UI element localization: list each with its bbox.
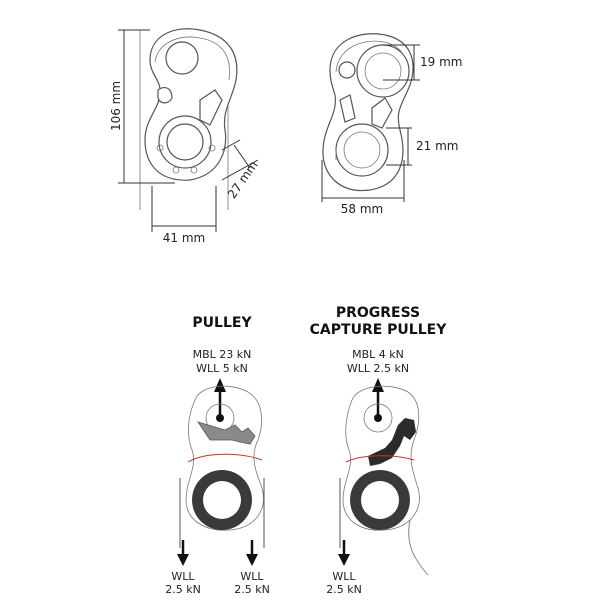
progress-load-arrow-up xyxy=(372,378,384,392)
pulley-wll: WLL 5 kN xyxy=(196,362,248,375)
progress-wll-value: 2.5 kN xyxy=(326,583,362,596)
pulley-right-wll-label: WLL xyxy=(240,570,264,583)
pulley-cam xyxy=(197,421,256,445)
dimension-hole-top: 19 mm xyxy=(383,44,462,81)
dimension-height: 106 mm xyxy=(109,29,175,184)
load-arrow-up xyxy=(214,378,226,392)
pulley-left-wll-label: WLL xyxy=(171,570,195,583)
dimension-width-right: 58 mm xyxy=(321,160,405,216)
dimension-hole-bottom-label: 21 mm xyxy=(416,139,458,153)
dimension-width-left-label: 41 mm xyxy=(163,231,205,245)
dimension-width-left: 41 mm xyxy=(151,186,217,245)
pulley-right-wll-value: 2.5 kN xyxy=(234,583,270,596)
device-profile-left xyxy=(139,28,238,210)
dimension-hole-bottom: 21 mm xyxy=(386,127,458,166)
pulley-diagram: PULLEY MBL 23 kN WLL 5 kN WLL 2.5 kN WLL… xyxy=(165,315,270,596)
dimension-hole-top-label: 19 mm xyxy=(420,55,462,69)
progress-capture-diagram: PROGRESS CAPTURE PULLEY MBL 4 kN WLL 2.5… xyxy=(310,305,448,596)
progress-mbl: MBL 4 kN xyxy=(352,348,404,361)
progress-title-line1: PROGRESS xyxy=(336,305,420,321)
load-arrow-left xyxy=(177,554,189,566)
progress-load-arrow-down xyxy=(338,554,350,566)
dimension-width-right-label: 58 mm xyxy=(341,202,383,216)
dimension-height-label: 106 mm xyxy=(109,81,123,131)
progress-cam xyxy=(368,418,416,466)
pulley-left-wll-value: 2.5 kN xyxy=(165,583,201,596)
progress-wll: WLL 2.5 kN xyxy=(347,362,409,375)
pulley-mbl: MBL 23 kN xyxy=(193,348,252,361)
progress-wll-label: WLL xyxy=(332,570,356,583)
load-arrow-right xyxy=(246,554,258,566)
progress-title-line2: CAPTURE PULLEY xyxy=(310,322,448,338)
dimension-thickness-label: 27 mm xyxy=(225,158,261,201)
device-profile-right xyxy=(322,33,414,192)
pulley-title: PULLEY xyxy=(192,315,252,331)
